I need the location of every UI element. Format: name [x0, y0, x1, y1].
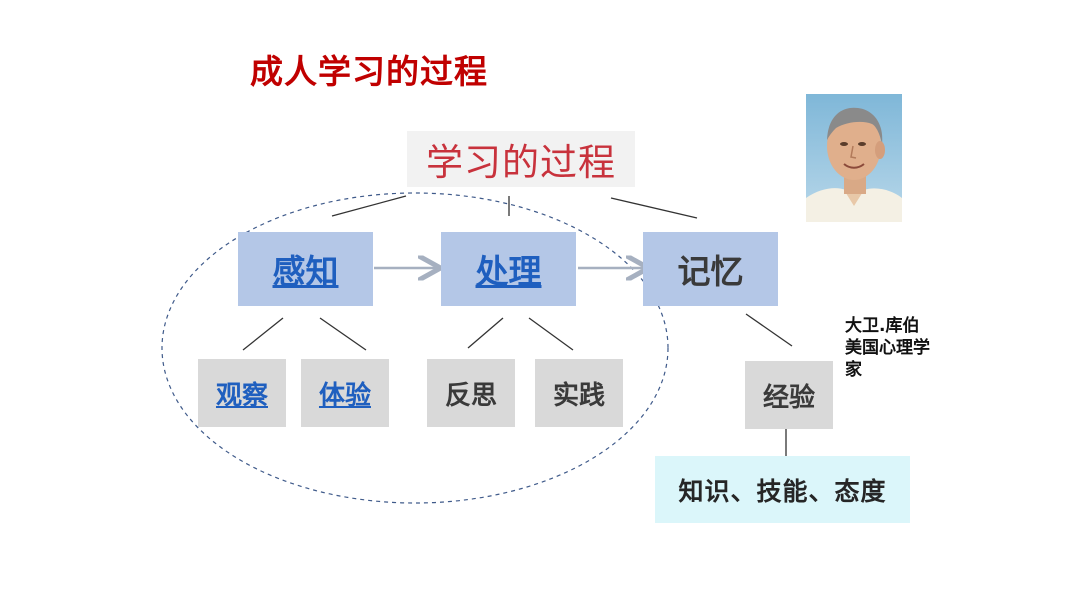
perception-to-observe-line [243, 318, 283, 350]
reflect-node: 反思 [427, 359, 515, 427]
author-caption: 大卫.库伯 美国心理学 家 [845, 315, 945, 381]
memory-to-expertise-line [746, 314, 792, 346]
practice-node: 实践 [535, 359, 623, 427]
perception-to-experience-line [320, 318, 366, 350]
processing-node[interactable]: 处理 [441, 232, 576, 306]
expertise-node: 经验 [745, 361, 833, 429]
caption-line-1: 大卫.库伯 [845, 315, 945, 337]
experience-node[interactable]: 体验 [301, 359, 389, 427]
reflect-label: 反思 [445, 375, 497, 412]
slide-title: 成人学习的过程 [250, 48, 488, 96]
root-to-memory-line [611, 198, 697, 218]
perception-node[interactable]: 感知 [238, 232, 373, 306]
perception-link[interactable]: 感知 [273, 245, 339, 293]
expertise-label: 经验 [763, 377, 815, 414]
processing-link[interactable]: 处理 [476, 245, 542, 293]
processing-to-practice-line [529, 318, 573, 350]
practice-label: 实践 [553, 375, 605, 412]
memory-node: 记忆 [643, 232, 778, 306]
outcome-label: 知识、技能、态度 [678, 472, 886, 508]
root-to-perception-line [332, 196, 406, 216]
observe-node[interactable]: 观察 [198, 359, 286, 427]
caption-line-3: 家 [845, 359, 945, 381]
experience-link[interactable]: 体验 [319, 375, 371, 412]
portrait-photo [806, 94, 902, 222]
processing-to-reflect-line [468, 318, 503, 348]
portrait-illustration [806, 94, 902, 222]
root-node: 学习的过程 [407, 131, 635, 187]
root-node-label: 学习的过程 [426, 132, 616, 186]
caption-line-2: 美国心理学 [845, 337, 945, 359]
outcome-node: 知识、技能、态度 [655, 456, 910, 523]
observe-link[interactable]: 观察 [216, 375, 268, 412]
memory-label: 记忆 [678, 245, 744, 293]
